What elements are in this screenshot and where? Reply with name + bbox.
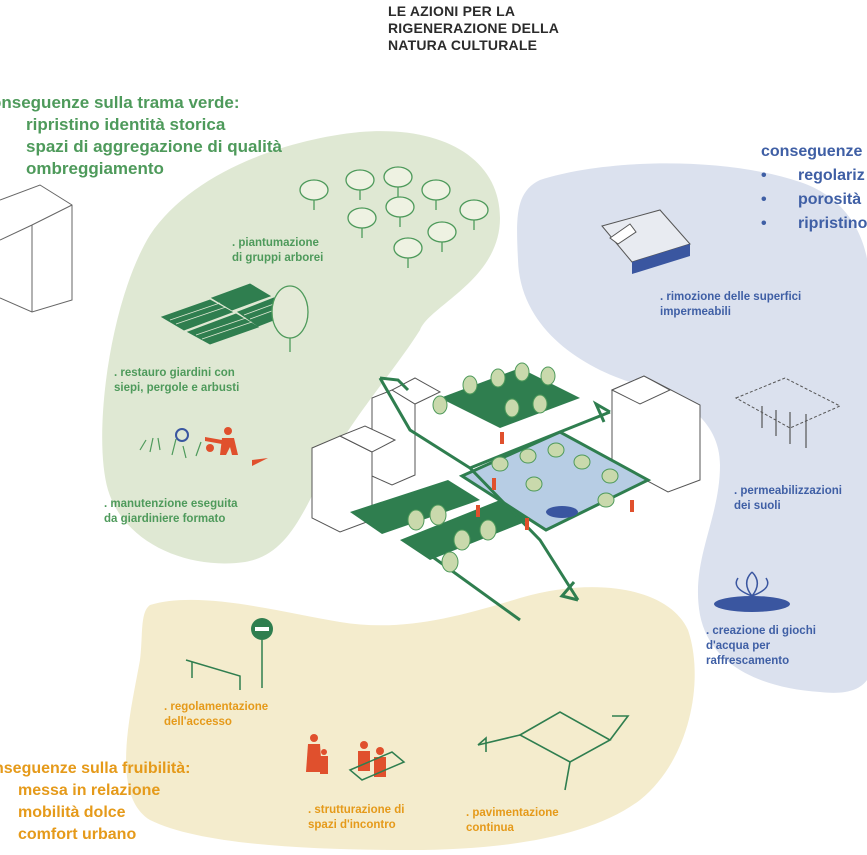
yellow-heading: nseguenze sulla fruibilità:	[0, 760, 191, 777]
label-removal: . rimozione delle superfici impermeabili	[660, 290, 801, 320]
garden-tree	[271, 285, 309, 352]
tree-group-top	[299, 166, 489, 268]
label-planting: . piantumazione di gruppi arborei	[232, 237, 324, 264]
green-item-3: ombreggiamento	[26, 159, 164, 178]
blue-item-3: ripristino	[798, 215, 867, 232]
green-item-2: spazi di aggregazione di qualità	[26, 137, 282, 156]
left-building	[0, 184, 73, 313]
label-paving-line-2: continua	[466, 822, 514, 834]
blue-bullet-3: •	[761, 215, 767, 232]
main-title: LE AZIONI PER LA RIGENERAZIONE DELLA NAT…	[388, 3, 559, 54]
label-water-games-line-2: d'acqua per	[706, 640, 771, 652]
removal-icon	[601, 209, 691, 274]
green-consequences: onseguenze sulla trama verde: ripristino…	[0, 92, 282, 180]
label-planting-line-1: piantumazione	[238, 237, 319, 249]
yellow-consequences: nseguenze sulla fruibilità: messa in rel…	[0, 758, 190, 846]
label-removal-line-1: . rimozione delle superfici	[660, 291, 802, 303]
label-paving: . pavimentazione continua	[466, 806, 559, 836]
blue-item-2: porosità	[798, 191, 862, 208]
label-maintenance-line-2: da giardiniere formato	[104, 513, 226, 525]
label-water-games: . creazione di giochi d'acqua per raffre…	[706, 624, 816, 669]
green-heading: onseguenze sulla trama verde:	[0, 93, 240, 112]
label-meeting: . strutturazione di spazi d'incontro	[308, 803, 404, 833]
label-access-line-2: dell'accesso	[164, 716, 232, 728]
label-gardens-line-2: siepi, pergole e arbusti	[114, 382, 240, 394]
label-meeting-line-2: spazi d'incontro	[308, 819, 396, 831]
label-water-games-line-1: . creazione di giochi	[706, 625, 816, 637]
blue-item-1: regolariz	[798, 167, 865, 184]
label-gardens: . restauro giardini con siepi, pergole e…	[114, 367, 240, 394]
label-removal-line-2: impermeabili	[660, 306, 731, 318]
label-permeability: . permeabilizzazioni dei suoli	[734, 484, 842, 514]
label-gardens-line-1: restauro giardini con	[120, 367, 235, 379]
blue-bullet-1: •	[761, 167, 767, 184]
blue-heading: conseguenze	[761, 143, 863, 160]
yellow-blob	[126, 587, 695, 850]
yellow-item-2: mobilità dolce	[18, 804, 126, 821]
title-line-2: RIGENERAZIONE DELLA	[388, 20, 560, 36]
label-paving-line-1: . pavimentazione	[466, 807, 559, 819]
paving-icon	[477, 711, 630, 791]
central-plan	[311, 362, 701, 622]
label-access: . regolamentazione dell'accesso	[164, 700, 268, 730]
yellow-item-3: comfort urbano	[18, 826, 137, 843]
blue-blob	[517, 163, 867, 693]
label-meeting-line-1: . strutturazione di	[308, 804, 405, 816]
title-line-3: NATURA CULTURALE	[388, 37, 538, 53]
blue-consequences: conseguenze • regolariz • porosità • ripris…	[761, 140, 867, 236]
label-permeability-line-1: . permeabilizzazioni	[734, 485, 842, 497]
label-maintenance: . manutenzione eseguita da giardiniere f…	[104, 497, 238, 527]
yellow-item-1: messa in relazione	[18, 782, 161, 799]
green-item-1: ripristino identità storica	[26, 115, 226, 134]
label-planting-line-2: di gruppi arborei	[232, 252, 324, 264]
label-maintenance-line-1: . manutenzione eseguita	[104, 498, 238, 510]
label-permeability-line-2: dei suoli	[734, 500, 781, 512]
maintenance-scene	[139, 427, 268, 466]
blue-bullet-2: •	[761, 191, 767, 208]
label-access-line-1: . regolamentazione	[164, 701, 269, 713]
permeability-icon	[734, 377, 842, 448]
title-line-1: LE AZIONI PER LA	[388, 3, 516, 19]
meeting-icon	[306, 734, 406, 781]
access-icon	[185, 618, 273, 690]
label-water-games-line-3: raffrescamento	[706, 655, 790, 667]
fountain-icon	[714, 571, 790, 612]
